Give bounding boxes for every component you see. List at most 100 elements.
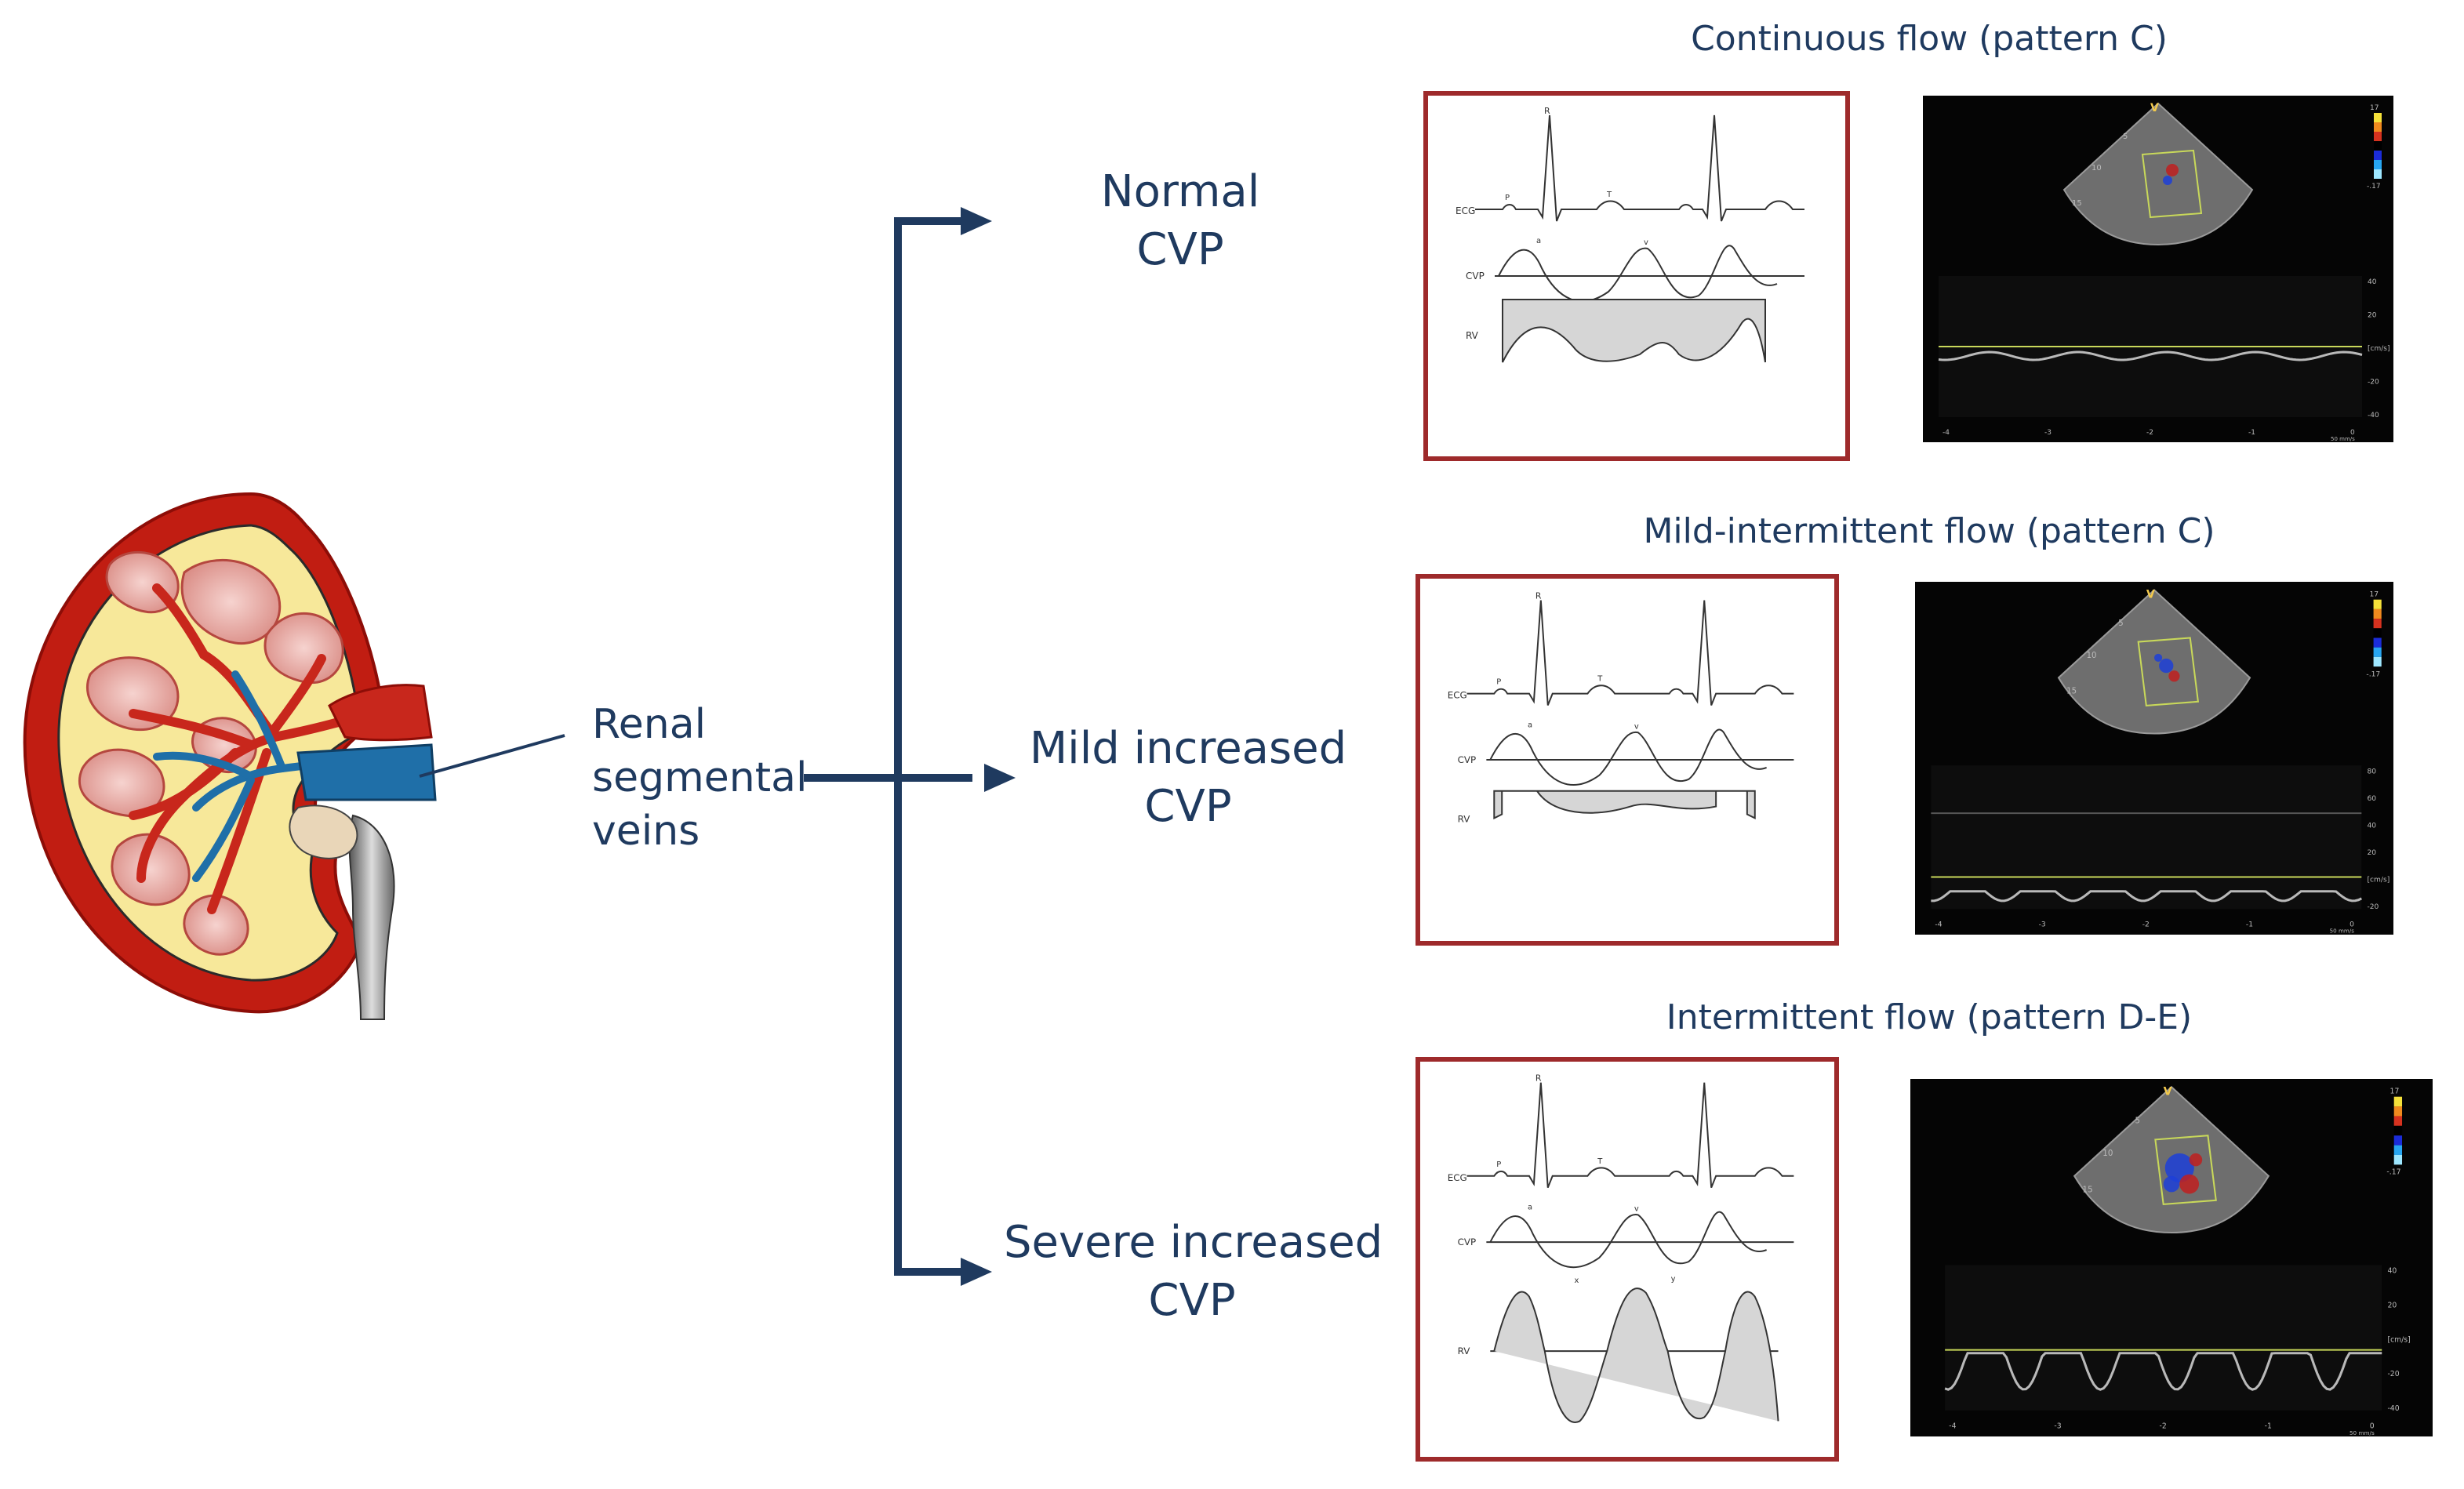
velocity-scale-label: [cm/s] [2387, 1335, 2410, 1344]
x-descent-label: x [1575, 1277, 1579, 1285]
velocity-scale-label: 20 [2368, 312, 2377, 320]
color-scale-segment [2393, 1135, 2403, 1146]
velocity-scale-label: -40 [2368, 412, 2379, 419]
time-tick-label: -4 [1949, 1422, 1956, 1431]
cvp-trace [1489, 728, 1768, 786]
color-scale-bottom: -.17 [2367, 183, 2381, 191]
cvp-axis-label: CVP [1466, 271, 1485, 281]
p-wave-label: P [1496, 1160, 1501, 1169]
spectral-region [1945, 1265, 2382, 1411]
color-scale-segment [2373, 628, 2382, 638]
cvp-label-mild: Mild increased CVP [1019, 720, 1357, 836]
velocity-scale-label: 40 [2387, 1267, 2397, 1276]
color-scale-segment [2374, 113, 2382, 122]
ecg-trace [1466, 600, 1794, 706]
color-scale-segment [2373, 637, 2382, 648]
color-scale-segment [2393, 1106, 2403, 1117]
time-tick-label: -3 [2044, 429, 2052, 437]
ultrasound-sector-outline [2073, 1085, 2270, 1234]
a-wave-label: a [1528, 721, 1532, 729]
color-doppler-spot [2166, 164, 2179, 176]
r-wave-label: R [1544, 106, 1550, 116]
spectral-trace [1944, 1352, 2382, 1391]
color-box [2154, 1135, 2217, 1206]
color-doppler-spot [2179, 1174, 2200, 1194]
kidney-illustration [23, 492, 437, 1020]
color-doppler-spot [2159, 658, 2174, 674]
color-scale-bottom: -.17 [2366, 670, 2380, 678]
v-wave-label: v [1634, 1204, 1639, 1213]
velocity-scale-label: 20 [2387, 1301, 2397, 1309]
color-scale-segment [2393, 1154, 2403, 1165]
probe-mark: V [2164, 1086, 2173, 1099]
v-wave-label: v [1644, 238, 1648, 247]
cvp-severe-line-2: CVP [1148, 1275, 1236, 1326]
p-wave-label: P [1496, 678, 1501, 687]
velocity-scale-label: 40 [2367, 822, 2376, 830]
waveform-group [1475, 114, 1804, 303]
depth-tick-label: 10 [2091, 164, 2102, 173]
flow-title-intermittent: Intermittent flow (pattern D-E) [1666, 997, 2193, 1037]
depth-tick-label: 5 [2118, 619, 2123, 628]
sweep-speed-label: 50 mm/s [2331, 436, 2355, 442]
cvp-mild-line-2: CVP [1144, 781, 1232, 832]
flow-title-continuous: Continuous flow (pattern C) [1691, 19, 2168, 59]
color-scale-bottom: -.17 [2386, 1168, 2400, 1177]
velocity-scale-label: [cm/s] [2368, 345, 2389, 353]
cvp-axis-label: CVP [1458, 754, 1477, 765]
depth-tick-label: 15 [2072, 199, 2082, 208]
rv-axis-label: RV [1458, 1346, 1471, 1356]
time-tick-label: -1 [2246, 921, 2253, 929]
color-scale-segment [2374, 169, 2382, 179]
time-tick-label: 0 [2350, 921, 2354, 929]
depth-tick-label: 5 [2135, 1117, 2141, 1126]
velocity-scale-label: 60 [2367, 795, 2376, 803]
ultrasound-sector-outline [2057, 589, 2251, 735]
time-tick-label: -3 [2054, 1422, 2061, 1431]
color-doppler-spot [2163, 176, 2172, 185]
rv-flow-trace [1502, 299, 1766, 363]
color-scale-segment [2373, 619, 2382, 629]
time-tick-label: 0 [2370, 1422, 2375, 1431]
color-scale-segment [2373, 608, 2382, 619]
rv-axis-label: RV [1466, 330, 1479, 341]
time-tick-label: 0 [2350, 429, 2355, 437]
velocity-scale-label: -20 [2387, 1370, 2399, 1378]
depth-tick-label: 10 [2087, 652, 2097, 660]
color-scale-segment [2374, 132, 2382, 141]
renal-label-line-3: veins [592, 808, 700, 855]
a-wave-label: a [1536, 237, 1541, 245]
color-doppler-spot [2168, 670, 2180, 682]
color-scale-segment [2374, 141, 2382, 151]
sweep-speed-label: 50 mm/s [2330, 928, 2355, 935]
waveform-group [1466, 600, 1794, 786]
pointer-line [419, 734, 565, 778]
color-scale-top: 17 [2390, 1088, 2400, 1096]
color-scale-segment [2393, 1125, 2403, 1136]
color-scale-segment [2393, 1145, 2403, 1155]
t-wave-label: T [1597, 1157, 1603, 1166]
velocity-scale-label: 80 [2367, 768, 2376, 775]
p-wave-label: P [1505, 194, 1510, 202]
cvp-severe-line-1: Severe increased [1004, 1217, 1383, 1268]
cvp-normal-line-2: CVP [1136, 224, 1224, 275]
r-wave-label: R [1535, 1073, 1542, 1084]
velocity-scale-label: -40 [2387, 1404, 2399, 1413]
time-tick-label: -2 [2142, 921, 2150, 929]
rv-flow-trace [1493, 790, 1756, 820]
depth-tick-label: 15 [2083, 1185, 2093, 1194]
v-wave-label: v [1634, 722, 1639, 731]
probe-mark: V [2146, 589, 2155, 601]
cvp-label-normal: Normal CVP [1043, 163, 1317, 279]
color-scale-segment [2374, 160, 2382, 169]
renal-label-line-2: segmental [592, 754, 808, 801]
depth-tick-label: 15 [2066, 688, 2077, 696]
arrowhead-middle [984, 764, 1016, 792]
velocity-scale-label: 20 [2367, 849, 2376, 857]
ecg-axis-label: ECG [1456, 205, 1475, 216]
